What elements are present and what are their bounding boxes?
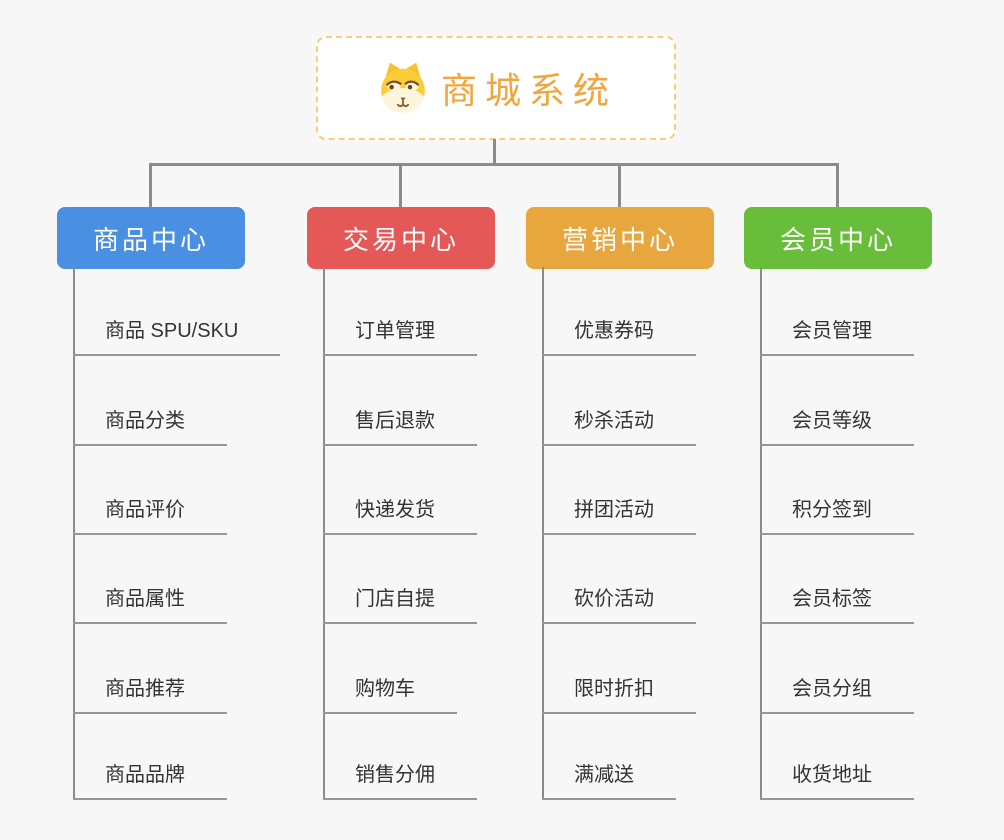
node-item[interactable]: 购物车 [323, 676, 457, 714]
node-item[interactable]: 秒杀活动 [542, 408, 696, 446]
connector-drop-3 [618, 163, 621, 208]
node-item[interactable]: 门店自提 [323, 586, 477, 624]
node-item[interactable]: 会员标签 [760, 586, 914, 624]
connector-drop-4 [836, 163, 839, 208]
node-item[interactable]: 商品 SPU/SKU [73, 318, 281, 356]
node-item[interactable]: 商品评价 [73, 497, 227, 535]
branch-box-member-center[interactable]: 会员中心 [744, 207, 932, 269]
node-item[interactable]: 收货地址 [760, 762, 914, 800]
node-item[interactable]: 会员管理 [760, 318, 914, 356]
branch-box-marketing-center[interactable]: 营销中心 [526, 207, 714, 269]
connector-root-stub [493, 139, 496, 166]
root-title: 商城系统 [440, 70, 617, 111]
connector-drop-2 [399, 163, 402, 208]
node-item[interactable]: 积分签到 [760, 497, 914, 535]
node-item[interactable]: 订单管理 [323, 318, 477, 356]
node-item[interactable]: 商品推荐 [73, 676, 227, 714]
connector-bus [149, 163, 839, 166]
node-item[interactable]: 会员分组 [760, 676, 914, 714]
node-item[interactable]: 会员等级 [760, 408, 914, 446]
root-node[interactable]: 商城系统 [316, 36, 676, 140]
connector-drop-1 [149, 163, 152, 208]
node-item[interactable]: 限时折扣 [542, 676, 696, 714]
node-item[interactable]: 优惠券码 [542, 318, 696, 356]
node-item[interactable]: 快递发货 [323, 497, 477, 535]
branch-box-product-center[interactable]: 商品中心 [57, 207, 245, 269]
node-item[interactable]: 满减送 [542, 762, 676, 800]
node-item[interactable]: 销售分佣 [323, 762, 477, 800]
node-item[interactable]: 商品分类 [73, 408, 227, 446]
dog-icon [381, 62, 425, 113]
node-item[interactable]: 拼团活动 [542, 497, 696, 535]
branch-box-trade-center[interactable]: 交易中心 [307, 207, 495, 269]
node-item[interactable]: 砍价活动 [542, 586, 696, 624]
node-item[interactable]: 售后退款 [323, 408, 477, 446]
node-item[interactable]: 商品属性 [73, 586, 227, 624]
node-item[interactable]: 商品品牌 [73, 762, 227, 800]
